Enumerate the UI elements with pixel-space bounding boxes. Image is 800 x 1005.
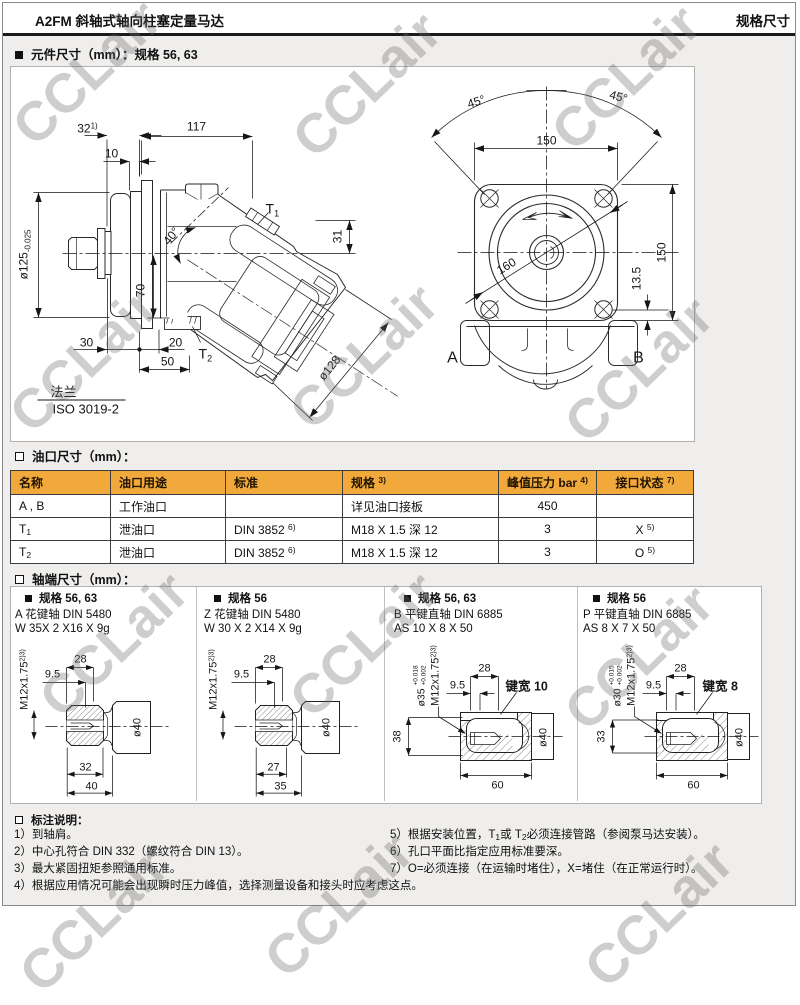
svg-text:+0.015: +0.015 [609, 665, 616, 685]
svg-text:50: 50 [161, 355, 175, 369]
svg-text:28: 28 [74, 654, 86, 666]
svg-text:35: 35 [274, 781, 286, 793]
svg-text:M12x1.752)3): M12x1.752)3) [626, 645, 638, 706]
svg-text:45°: 45° [465, 92, 487, 111]
svg-text:28: 28 [478, 663, 490, 675]
svg-text:117: 117 [187, 120, 206, 134]
svg-text:ISO 3019-2: ISO 3019-2 [53, 402, 120, 417]
svg-text:28: 28 [674, 663, 686, 675]
svg-text:28: 28 [263, 654, 275, 666]
svg-text:33: 33 [596, 730, 608, 742]
svg-text:B: B [633, 350, 644, 367]
svg-text:32: 32 [79, 762, 91, 774]
svg-text:M12x1.752)3): M12x1.752)3) [430, 645, 442, 706]
svg-text:70: 70 [134, 284, 148, 298]
svg-text:20: 20 [169, 336, 183, 350]
svg-text:ø40: ø40 [132, 718, 144, 737]
svg-text:M12x1.752)3): M12x1.752)3) [208, 649, 220, 710]
svg-text:键宽 8: 键宽 8 [702, 679, 738, 694]
svg-text:9.5: 9.5 [45, 669, 60, 681]
svg-text:45°: 45° [608, 88, 629, 106]
svg-text:ø125-0.025: ø125-0.025 [17, 229, 33, 280]
svg-text:+0.018: +0.018 [413, 665, 420, 685]
svg-text:9.5: 9.5 [450, 680, 465, 692]
svg-text:法兰: 法兰 [51, 385, 77, 400]
svg-text:T2: T2 [199, 346, 213, 364]
svg-text:9.5: 9.5 [646, 680, 661, 692]
svg-text:31: 31 [331, 230, 345, 244]
svg-text:+0.002: +0.002 [617, 665, 624, 685]
svg-text:M12x1.752)3): M12x1.752)3) [19, 649, 31, 710]
svg-text:150: 150 [655, 242, 669, 262]
svg-text:150: 150 [536, 134, 556, 148]
svg-text:T1: T1 [266, 201, 280, 219]
svg-text:60: 60 [491, 780, 503, 792]
svg-text:ø40: ø40 [734, 728, 746, 747]
svg-text:13.5: 13.5 [630, 266, 644, 290]
svg-text:+0.002: +0.002 [421, 665, 428, 685]
svg-text:38: 38 [392, 730, 404, 742]
svg-text:30: 30 [80, 336, 94, 350]
svg-text:321): 321) [77, 122, 98, 136]
svg-text:ø35: ø35 [416, 688, 428, 706]
svg-text:40: 40 [85, 781, 97, 793]
svg-text:键宽 10: 键宽 10 [505, 679, 548, 694]
svg-text:ø128: ø128 [315, 353, 343, 383]
svg-text:A: A [447, 350, 458, 367]
svg-text:9.5: 9.5 [234, 669, 249, 681]
svg-text:27: 27 [267, 762, 279, 774]
svg-text:60: 60 [687, 780, 699, 792]
svg-text:ø30: ø30 [612, 688, 624, 706]
svg-text:10: 10 [105, 147, 119, 161]
svg-text:ø40: ø40 [538, 728, 550, 747]
svg-text:ø40: ø40 [321, 718, 333, 737]
